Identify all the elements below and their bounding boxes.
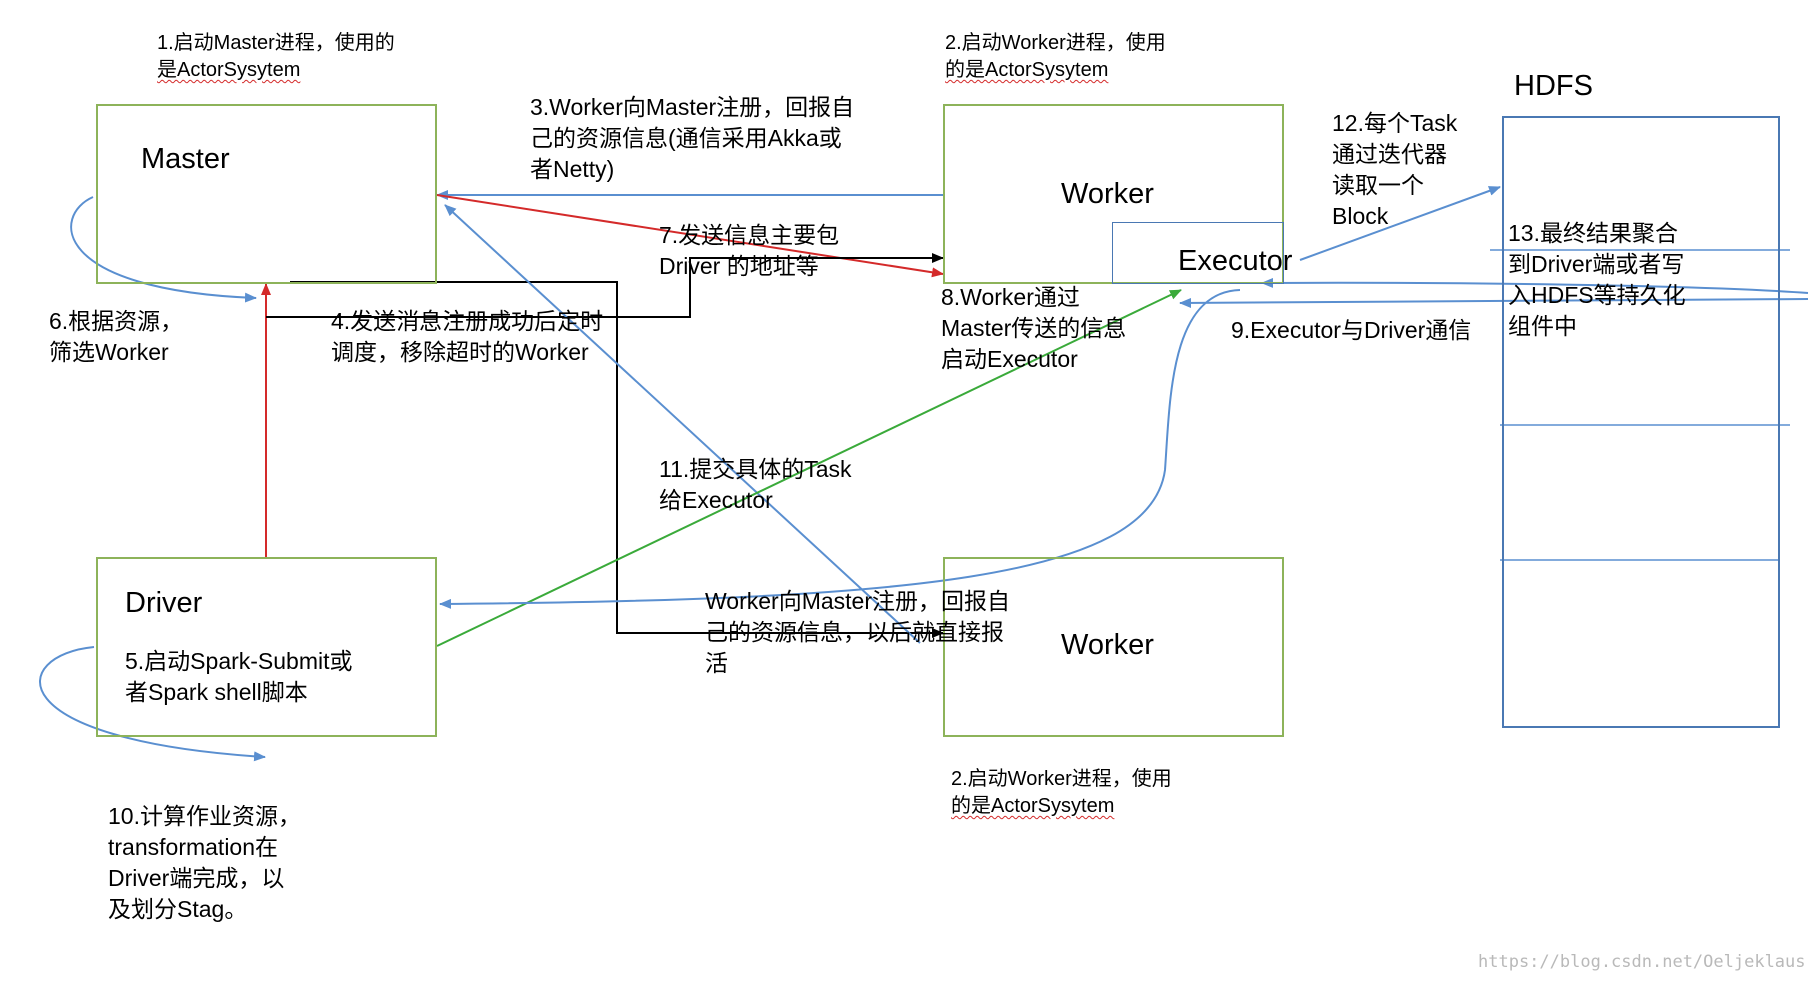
step-4-label: 4.发送消息注册成功后定时 调度，移除超时的Worker	[331, 308, 604, 365]
step-13-label: 13.最终结果聚合 到Driver端或者写 入HDFS等持久化 组件中	[1508, 220, 1686, 339]
driver-title: Driver	[125, 587, 203, 619]
worker-top-title: Worker	[1061, 178, 1154, 210]
line-heartbeat-path	[290, 281, 944, 638]
step-6-label: 6.根据资源， 筛选Worker	[49, 308, 184, 365]
hdfs-title: HDFS	[1514, 70, 1593, 102]
step-5-label: 5.启动Spark-Submit或 者Spark shell脚本	[125, 648, 353, 705]
loop-driver-compute	[39, 646, 266, 762]
step-11-label: 11.提交具体的Task 给Executor	[659, 456, 852, 513]
hdfs-storage	[1502, 116, 1780, 728]
arrow-lower-worker-register	[444, 204, 921, 644]
step-10-label: 10.计算作业资源， transformation在 Driver端完成，以 及…	[108, 803, 301, 922]
line-master-to-worker-elbow	[266, 253, 944, 318]
loop-master-select-worker	[70, 196, 257, 303]
step-7-label: 7.发送信息主要包 Driver 的地址等	[659, 222, 840, 279]
step-2-bottom-label: 2.启动Worker进程，使用 的是ActorSysytem	[951, 768, 1172, 817]
executor-title: Executor	[1178, 245, 1293, 277]
master-title: Master	[141, 143, 230, 175]
worker-bottom-title: Worker	[1061, 629, 1154, 661]
step-2-top-label: 2.启动Worker进程，使用 的是ActorSysytem	[945, 32, 1166, 81]
heartbeat-label: Worker向Master注册，回报自 己的资源信息，以后就直接报 活	[705, 588, 1010, 676]
worker-node-bottom	[943, 557, 1284, 737]
step-9-label: 9.Executor与Driver通信	[1231, 317, 1472, 343]
arrow-submit-task	[436, 289, 1182, 647]
step-3-label: 3.Worker向Master注册，回报自 己的资源信息(通信采用Akka或 者…	[530, 94, 855, 182]
arrow-executor-to-driver	[439, 289, 1241, 609]
arrow-result-to-worker	[1179, 297, 1809, 308]
step-12-label: 12.每个Task 通过迭代器 读取一个 Block	[1332, 110, 1458, 229]
arrow-read-block	[1299, 186, 1501, 261]
watermark-url: https://blog.csdn.net/Oeljeklaus	[1478, 952, 1806, 972]
master-node	[96, 104, 437, 284]
executor-node	[1112, 222, 1284, 284]
arrow-master-launch-executor	[436, 194, 944, 278]
step-1-label: 1.启动Master进程，使用的 是ActorSysytem	[157, 32, 395, 81]
step-8-label: 8.Worker通过 Master传送的信息 启动Executor	[941, 284, 1127, 372]
arrow-result-to-executor	[1261, 277, 1809, 294]
driver-node	[96, 557, 437, 737]
